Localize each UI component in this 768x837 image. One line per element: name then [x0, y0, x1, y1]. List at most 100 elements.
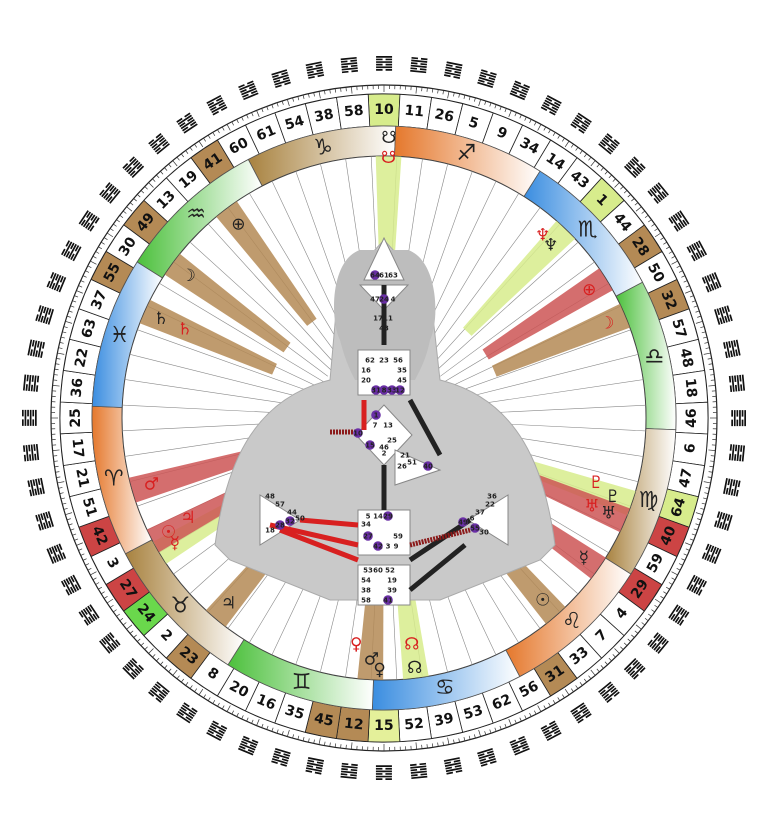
bodygraph-gate-label: 28 — [275, 522, 285, 530]
hexagram-icon — [410, 762, 428, 780]
hexagram-icon — [410, 56, 428, 74]
planet-icon: ♂ — [144, 475, 159, 495]
gate-label: 38 — [313, 106, 335, 125]
gate-label: 32 — [657, 288, 679, 312]
hexagram-icon — [148, 681, 170, 703]
planet-icon: ♆ — [535, 225, 550, 245]
hexagram-icon — [570, 112, 592, 134]
hexagram-icon — [728, 374, 746, 392]
bodygraph-gate-label: 62 — [365, 357, 375, 365]
bodygraph-gate-label: 9 — [394, 543, 399, 551]
planet-icon: ☽ — [181, 266, 196, 286]
bodygraph-gate-label: 8 — [382, 387, 387, 395]
hexagram-icon — [477, 748, 497, 767]
gate-label: 22 — [72, 347, 91, 369]
bodygraph-gate-label: 14 — [373, 513, 383, 521]
bodygraph-gate-label: 40 — [423, 463, 433, 471]
active-gate-dot — [373, 541, 383, 551]
channel-line — [407, 398, 443, 457]
hexagram-icon — [731, 410, 747, 427]
hexagram-icon — [686, 574, 707, 596]
bodygraph-gate-label: 5 — [366, 513, 371, 521]
hexagram-icon — [686, 240, 708, 262]
active-gate-dot — [423, 461, 433, 471]
gate-label: 48 — [676, 347, 695, 369]
hexagram-icon — [598, 681, 620, 703]
gate-label: 16 — [254, 691, 278, 713]
planet-icon: ♇ — [589, 473, 604, 493]
hexagram-icon — [509, 80, 530, 101]
hexagram-icon — [305, 61, 325, 79]
active-gate-ray — [463, 220, 576, 336]
hexagram-icon — [99, 182, 121, 204]
zodiac-glyph-icon: ♍ — [639, 488, 659, 513]
bodygraph-gate-label: 51 — [407, 459, 417, 467]
gate-label: 53 — [462, 702, 485, 723]
hexagram-icon — [21, 409, 37, 426]
bodygraph-gate-label: 33 — [387, 387, 397, 395]
gate-label: 11 — [404, 103, 425, 121]
hexagram-icon — [570, 702, 592, 724]
hexagram-icon — [540, 95, 562, 116]
bodygraph-gate-label: 44 — [287, 509, 297, 517]
bodygraph-gate-label: 31 — [371, 387, 381, 395]
bodygraph-gate-label: 53 — [363, 567, 373, 575]
hexagram-icon — [206, 720, 228, 741]
hexagram-icon — [176, 112, 198, 134]
hexagram-icon — [176, 702, 198, 724]
zodiac-glyph-icon: ♑ — [313, 135, 333, 160]
bodygraph-gate-label: 57 — [275, 501, 285, 509]
bodygraph-gate-label: 7 — [373, 422, 378, 430]
hexagram-icon — [713, 511, 733, 531]
bodygraph-gate-label: 42 — [373, 543, 383, 551]
hexagram-icon — [443, 757, 463, 775]
bodygraph-gate-label: 63 — [388, 272, 398, 280]
hexagram-icon — [376, 55, 393, 71]
bodygraph-gate-label: 39 — [387, 587, 397, 595]
hexagram-icon — [99, 632, 121, 654]
hexagram-icon — [598, 133, 620, 155]
gate-label: 45 — [313, 710, 335, 729]
active-gate-dot — [379, 294, 389, 304]
hexagram-icon — [509, 735, 530, 756]
gate-label: 25 — [68, 408, 84, 427]
zodiac-ring: ♑♐♏♎♍♌♋♊♉♈♓♒ — [91, 125, 677, 711]
bodygraph-gate-label: 56 — [393, 357, 403, 365]
zodiac-glyph-icon: ♈ — [104, 466, 124, 491]
bodygraph-gate-label: 19 — [387, 577, 397, 585]
active-gate-dot — [379, 385, 389, 395]
bodygraph-gate-label: 41 — [383, 597, 393, 605]
planet-icon: ☉ — [161, 523, 176, 543]
bodygraph-gate-label: 55 — [470, 525, 480, 533]
bodygraph-gate-label: 21 — [400, 452, 410, 460]
active-gate-dot — [383, 511, 393, 521]
heart-center — [394, 449, 442, 486]
gate-label: 5 — [466, 114, 480, 132]
sacral-center — [357, 509, 411, 556]
bodygraph-gate-label: 61 — [379, 272, 389, 280]
gate-label: 46 — [684, 408, 700, 427]
active-gate-ray — [216, 201, 317, 326]
hexagram-icon — [623, 657, 646, 680]
hexagram-icon — [701, 543, 722, 564]
planet-icon: ♄ — [177, 319, 192, 339]
planet-icon: ♀ — [373, 660, 385, 680]
bodygraph-gate-label: 50 — [295, 515, 305, 523]
planet-icon: ☊ — [404, 634, 419, 654]
active-gate-dot — [371, 385, 381, 395]
planet-icon: ☿ — [170, 534, 180, 554]
bodygraph-gate-label: 6 — [470, 515, 475, 523]
gate-label: 52 — [404, 716, 425, 734]
bodygraph-gate-label: 59 — [393, 533, 403, 541]
bodygraph-gate-label: 35 — [397, 367, 407, 375]
hexagram-icon — [540, 720, 562, 742]
gate-label: 42 — [88, 524, 110, 548]
bodygraph-gate-label: 47 — [370, 296, 380, 304]
hexagram-icon — [340, 56, 358, 74]
bodygraph-gate-label: 46 — [379, 444, 389, 452]
bodygraph-gate-label: 27 — [363, 533, 373, 541]
hexagram-icon — [723, 339, 741, 359]
active-gate-dot — [395, 385, 405, 395]
gate-label: 37 — [88, 288, 110, 312]
